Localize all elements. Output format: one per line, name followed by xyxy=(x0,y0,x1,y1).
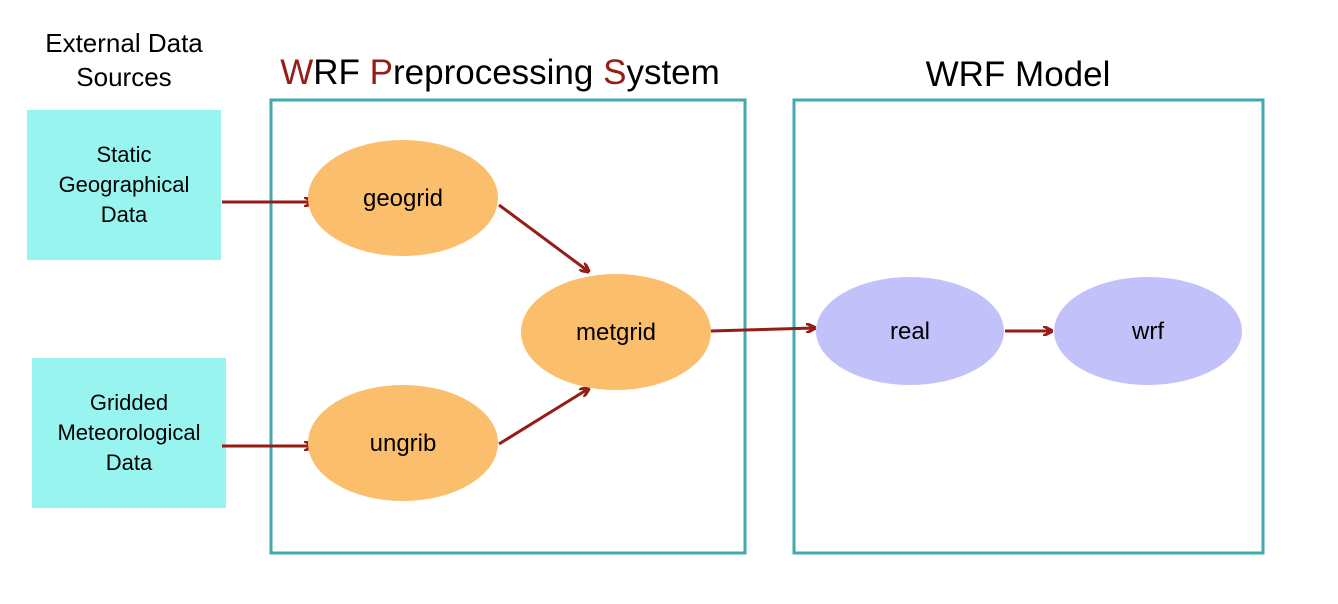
wps-title-accent-letter: S xyxy=(603,53,626,92)
wps-title-text: ystem xyxy=(626,53,719,92)
geogrid-node xyxy=(308,140,498,256)
metgrid-label: metgrid xyxy=(576,319,656,346)
gridded-data-label-line3: Data xyxy=(106,450,153,475)
wrf-node xyxy=(1054,277,1242,385)
real-node xyxy=(816,277,1004,385)
wrf-model-title: WRF Model xyxy=(926,55,1111,94)
static-data-label-line2: Geographical xyxy=(59,172,190,197)
arrow-ungrib-to-metgrid xyxy=(498,389,588,446)
wps-title-accent-letter: P xyxy=(370,53,393,92)
wps-container xyxy=(269,98,747,555)
geogrid-label: geogrid xyxy=(363,185,443,212)
wps-title-text: RF xyxy=(313,53,369,92)
gridded-meteorological-data-box xyxy=(32,358,226,508)
metgrid-node xyxy=(521,274,711,390)
arrow-geogrid-to-metgrid xyxy=(498,203,588,271)
ungrib-node xyxy=(308,385,498,501)
gridded-data-label-line1: Gridded xyxy=(90,390,168,415)
wps-title-accent-letter: W xyxy=(280,53,313,92)
real-label: real xyxy=(890,318,930,345)
arrow-metgrid-to-real xyxy=(710,328,814,331)
gridded-data-label-line2: Meteorological xyxy=(57,420,200,445)
ungrib-label: ungrib xyxy=(370,430,437,457)
wrf-model-container xyxy=(792,98,1265,555)
wrf-label: wrf xyxy=(1131,318,1164,345)
static-geographical-data-box xyxy=(27,110,221,260)
external-sources-heading-line2: Sources xyxy=(76,62,171,92)
external-sources-heading-line1: External Data xyxy=(45,28,203,58)
static-data-label-line3: Data xyxy=(101,202,148,227)
wps-title: WRF Preprocessing System xyxy=(280,53,720,92)
static-data-label-line1: Static xyxy=(96,142,151,167)
wps-title-text: reprocessing xyxy=(393,53,603,92)
